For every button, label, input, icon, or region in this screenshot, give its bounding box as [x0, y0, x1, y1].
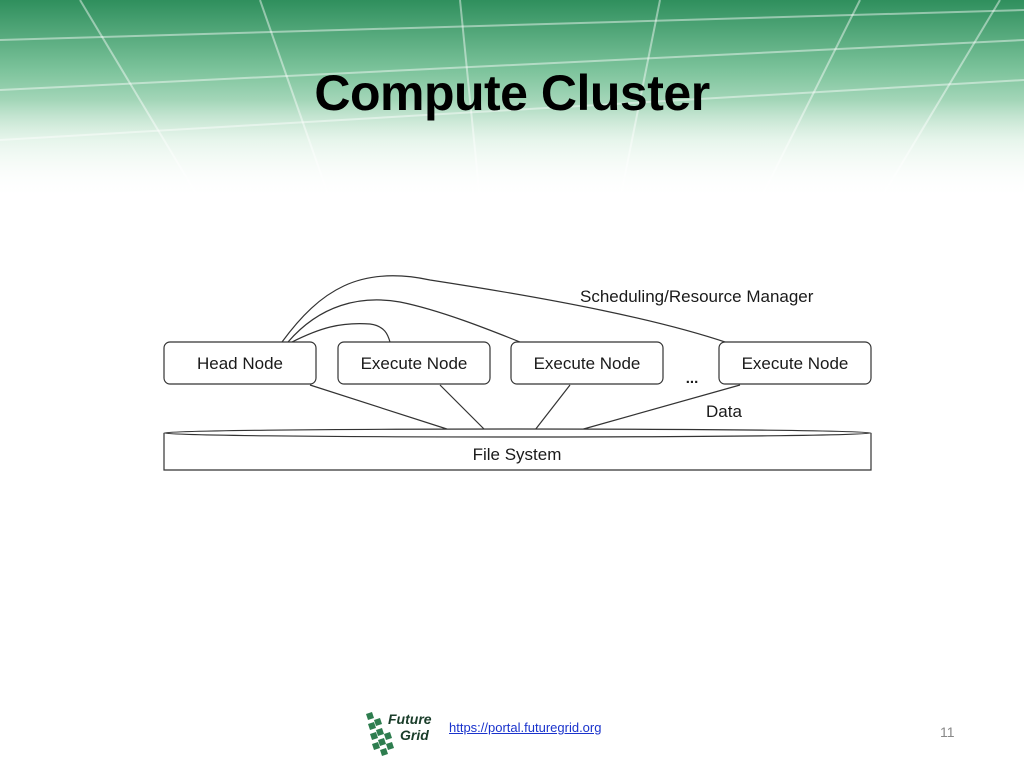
logo-line1: Future	[388, 711, 432, 727]
data-line-node-4	[579, 384, 741, 431]
cluster-diagram: Head Node Execute Node Execute Node Exec…	[163, 275, 872, 471]
ellipsis-label: ...	[686, 370, 699, 387]
execute-node-label: Execute Node	[534, 354, 641, 373]
slide-title: Compute Cluster	[314, 65, 710, 121]
portal-link[interactable]: https://portal.futuregrid.org	[449, 720, 602, 735]
execute-node-box-2	[510, 341, 664, 385]
grid-mark-icon	[366, 712, 394, 756]
header-background	[0, 0, 1024, 200]
data-line-head	[309, 384, 451, 431]
data-line-node-3	[534, 384, 571, 431]
manager-connectors	[281, 275, 729, 344]
data-connectors	[309, 384, 741, 431]
connector-to-node-3	[287, 299, 521, 343]
data-line-node-2	[439, 384, 486, 431]
node-boxes	[163, 341, 872, 385]
file-system-cylinder	[163, 428, 872, 471]
file-system-label: File System	[473, 445, 562, 464]
logo-line2: Grid	[400, 727, 429, 743]
execute-node-label: Execute Node	[361, 354, 468, 373]
futuregrid-logo: Future Grid	[362, 706, 442, 760]
head-node-box	[163, 341, 317, 385]
manager-label: Scheduling/Resource Manager	[580, 287, 814, 306]
execute-node-box-3	[718, 341, 872, 385]
execute-node-box-1	[337, 341, 491, 385]
head-node-label: Head Node	[197, 354, 283, 373]
execute-node-label: Execute Node	[742, 354, 849, 373]
connector-to-far-node	[281, 275, 729, 344]
data-label: Data	[706, 402, 742, 421]
connector-to-node-2	[291, 323, 391, 343]
page-number: 11	[940, 724, 955, 740]
